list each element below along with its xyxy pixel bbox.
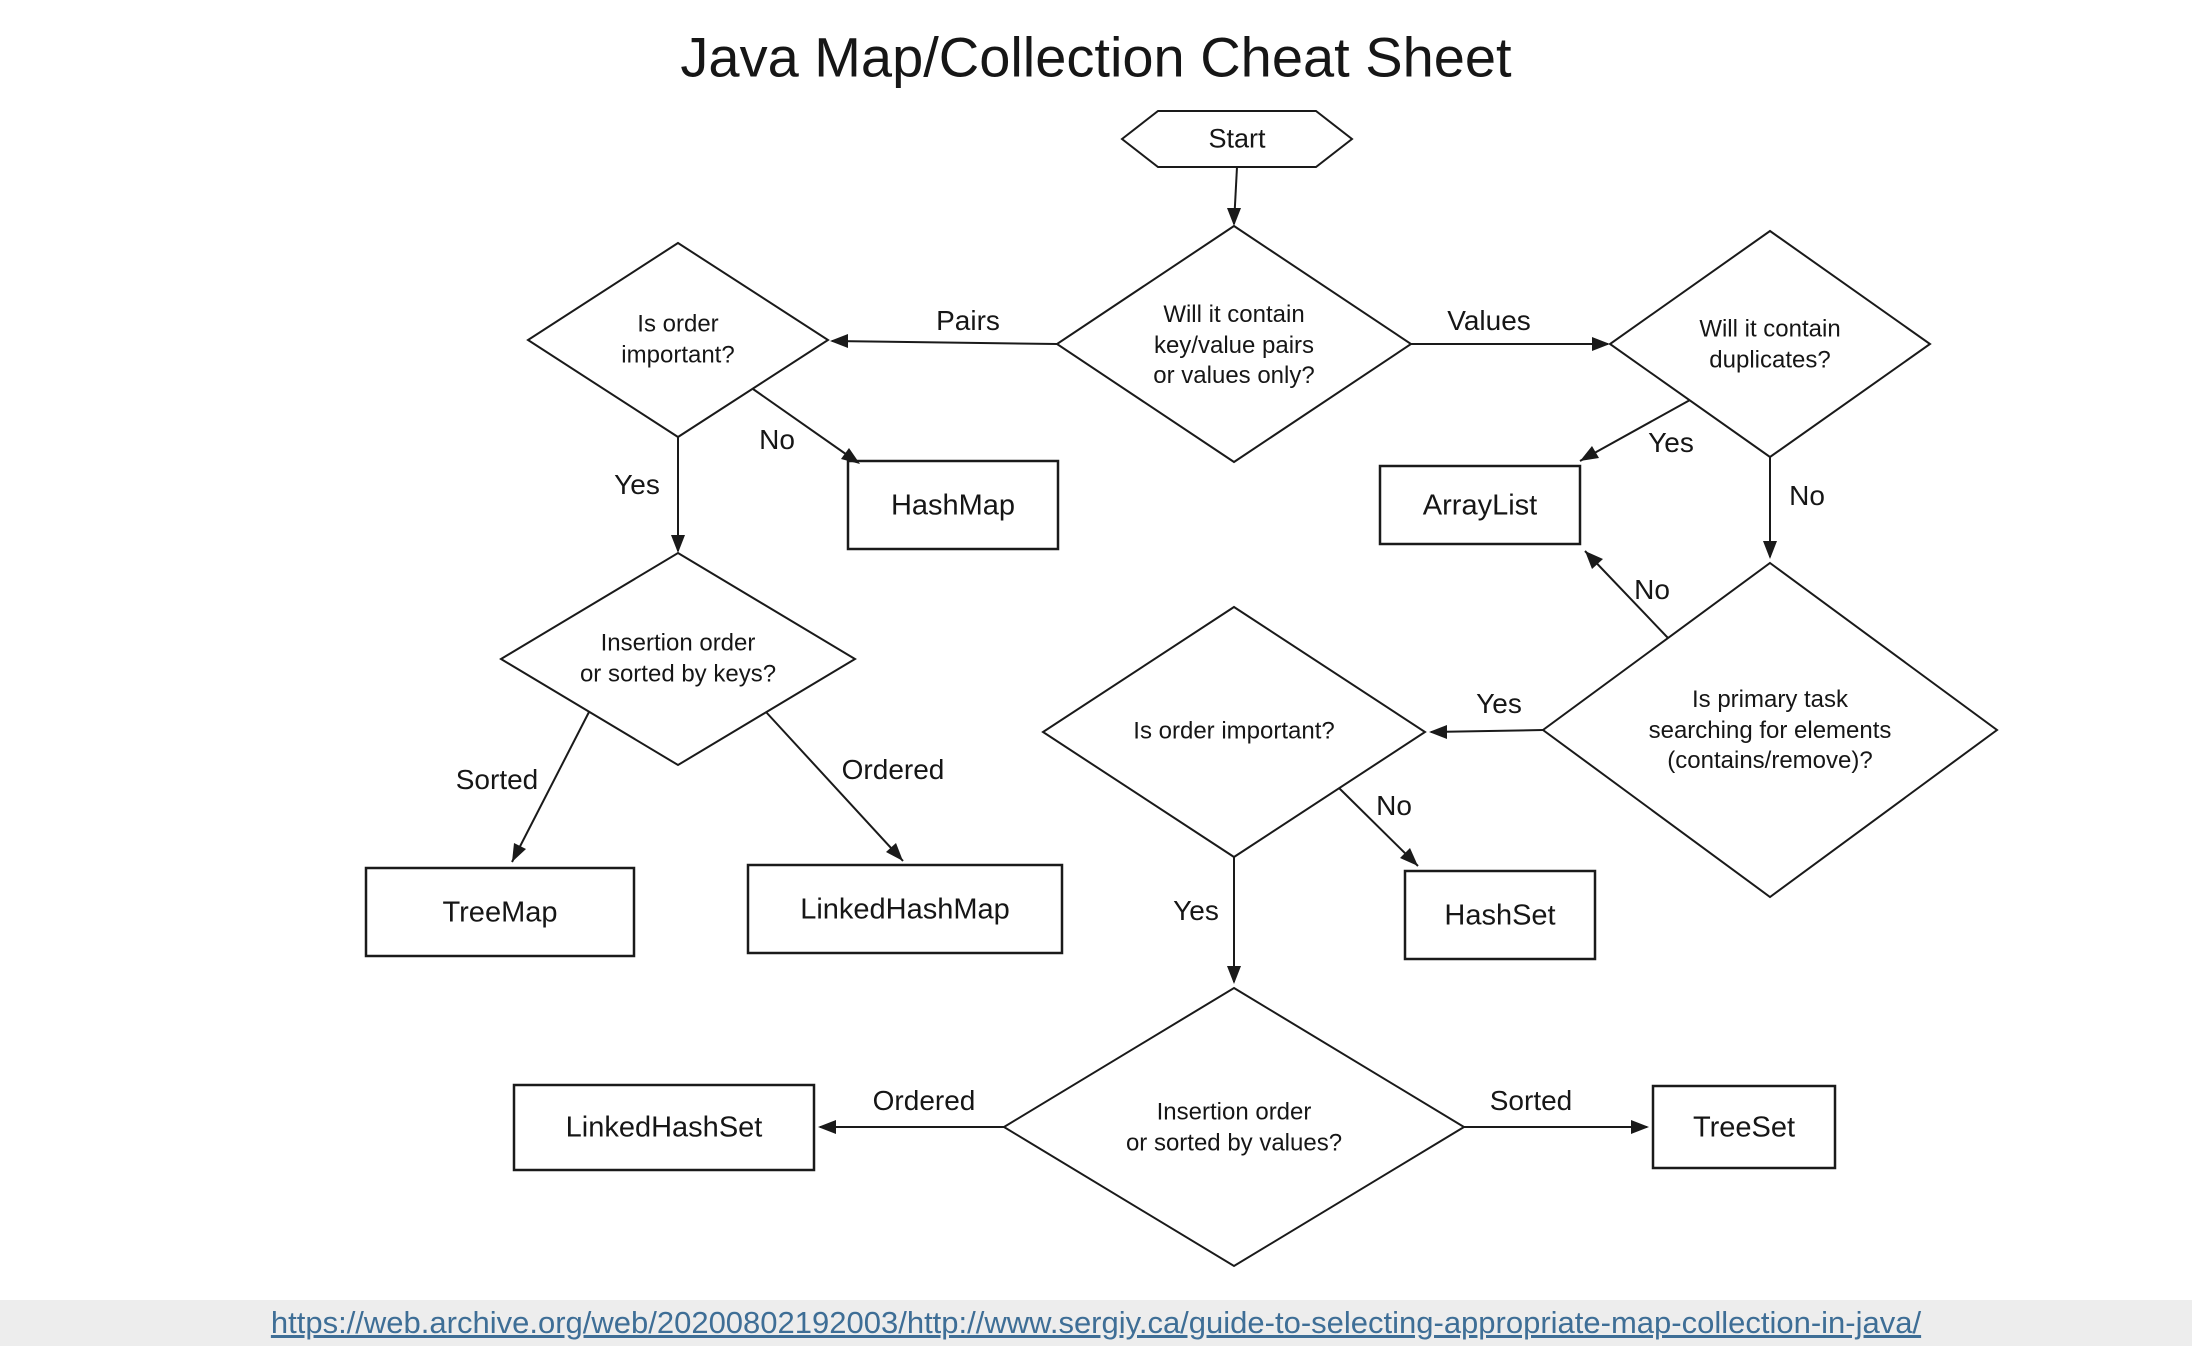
- edge-no-to-hashmap: [752, 388, 861, 465]
- result-label-arraylist: ArrayList: [1422, 489, 1538, 522]
- result-label-hashmap: HashMap: [890, 489, 1016, 522]
- result-linkedhashset-box: [512, 1083, 816, 1172]
- result-linkedhashmap-box: [746, 863, 1064, 955]
- result-label-treeset: TreeSet: [1692, 1111, 1796, 1144]
- edge-label-yes-order-set: Yes: [1476, 688, 1522, 720]
- decision-label-duplicates: Will it contain duplicates?: [1699, 315, 1841, 373]
- decision-duplicates-diamond: [1608, 229, 1932, 459]
- decision-primary-task-search-diamond: [1541, 561, 1999, 899]
- arrowhead: [1227, 208, 1241, 226]
- edge-label-sorted-treeset: Sorted: [1489, 1085, 1573, 1117]
- edge-yes-to-order-set: [1430, 729, 1544, 733]
- result-label-treemap: TreeMap: [442, 896, 558, 929]
- result-label-linkedhashmap: LinkedHashMap: [800, 893, 1010, 926]
- edge-pairs: [831, 340, 1058, 345]
- result-treemap-box: [364, 866, 636, 958]
- arrowhead: [1631, 1120, 1649, 1134]
- source-link[interactable]: https://web.archive.org/web/202008021920…: [270, 1305, 1922, 1340]
- flowchart-canvas: [364, 110, 1999, 1268]
- result-label-linkedhashset: LinkedHashSet: [565, 1111, 763, 1144]
- page-title: Java Map/Collection Cheat Sheet: [680, 25, 1512, 89]
- arrowhead: [1763, 541, 1777, 559]
- edge-label-no-hashmap: No: [759, 424, 795, 456]
- decision-label-kv-or-values: Will it contain key/value pairs or value…: [1153, 300, 1315, 390]
- edge-label-ordered-linkedhashset: Ordered: [872, 1085, 976, 1117]
- decision-order-important-set-diamond: [1041, 605, 1427, 859]
- edge-label-yes-insertion-keys: Yes: [614, 469, 660, 501]
- edge-sorted-to-treemap: [511, 711, 590, 863]
- arrowhead: [671, 535, 685, 553]
- edge-label-yes-arraylist: Yes: [1648, 427, 1694, 459]
- decision-order-important-map-diamond: [526, 241, 830, 439]
- decision-label-order-important-set: Is order important?: [1133, 717, 1335, 745]
- node-label-start: Start: [1208, 123, 1266, 154]
- url-bar: https://web.archive.org/web/202008021920…: [0, 1300, 2192, 1346]
- decision-insertion-or-sorted-keys-diamond: [499, 551, 857, 767]
- arrowhead: [1585, 551, 1603, 569]
- decision-insertion-or-sorted-values-diamond: [1002, 986, 1466, 1268]
- edge-label-values: Values: [1447, 305, 1531, 337]
- arrowhead: [1429, 725, 1447, 739]
- decision-label-order-important-map: Is order important?: [621, 310, 735, 368]
- edge-no-to-hashset: [1338, 787, 1419, 867]
- arrowhead: [1400, 848, 1418, 866]
- decision-kv-or-values-diamond: [1055, 224, 1413, 464]
- arrowhead: [512, 843, 526, 862]
- edge-label-no-primary-search: No: [1789, 480, 1825, 512]
- arrowhead: [1227, 966, 1241, 984]
- edge-label-no-hashset: No: [1376, 790, 1412, 822]
- arrowhead: [886, 843, 903, 861]
- edge-yes-to-arraylist: [1579, 399, 1691, 462]
- arrowhead: [1592, 337, 1610, 351]
- edge-label-yes-insertion-values: Yes: [1173, 895, 1219, 927]
- decision-label-primary-task-search: Is primary task searching for elements (…: [1648, 685, 1892, 775]
- arrowhead: [818, 1120, 836, 1134]
- result-treeset-box: [1651, 1084, 1837, 1170]
- arrowhead: [841, 448, 860, 464]
- edge-label-pairs: Pairs: [936, 305, 1000, 337]
- edge-ordered-to-linkedhashmap: [765, 711, 904, 862]
- edge-label-ordered-linkedhashmap: Ordered: [841, 754, 945, 786]
- edge-label-sorted-treemap: Sorted: [455, 764, 539, 796]
- start-hexagon: [1120, 110, 1354, 168]
- arrowhead: [1580, 446, 1599, 461]
- result-hashmap-box: [846, 459, 1060, 551]
- arrowhead: [830, 334, 848, 348]
- result-label-hashset: HashSet: [1444, 899, 1556, 932]
- result-arraylist-box: [1378, 464, 1582, 546]
- edge-label-no-arraylist: No: [1634, 574, 1670, 606]
- decision-label-insertion-or-sorted-keys: Insertion order or sorted by keys?: [579, 629, 777, 687]
- edge-no-to-arraylist: [1584, 550, 1669, 639]
- result-hashset-box: [1403, 869, 1597, 961]
- decision-label-insertion-or-sorted-values: Insertion order or sorted by values?: [1125, 1098, 1343, 1156]
